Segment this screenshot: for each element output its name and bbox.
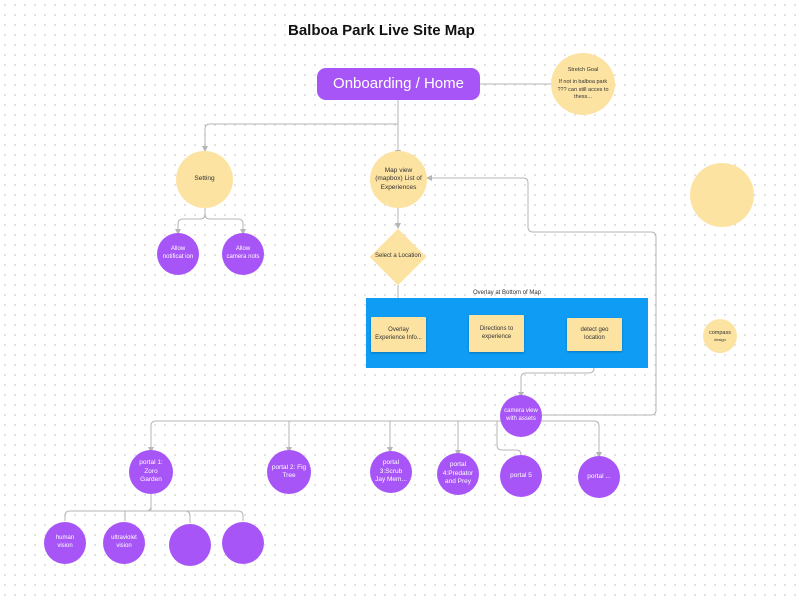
overlay-section-label: Overlay at Bottom of Map: [472, 290, 542, 296]
stretch-goal-heading: Stretch Goal: [567, 67, 599, 74]
overlay-experience-node[interactable]: Overlay Experience Info...: [371, 317, 426, 352]
portal-4-node[interactable]: portal 4:Predator and Prey: [437, 453, 479, 495]
allow-camera-node[interactable]: Allow camera nots: [222, 233, 264, 275]
portal-6-node[interactable]: portal ...: [578, 456, 620, 498]
stretch-goal-node[interactable]: Stretch Goal If not in balboa park ??? c…: [551, 53, 615, 115]
setting-node[interactable]: Setting: [176, 151, 233, 208]
portal-1-node[interactable]: portal 1: Zoro Garden: [129, 450, 173, 494]
select-location-label: Select a Location: [374, 253, 422, 260]
map-view-node[interactable]: Map view (mapbox) List of Experiences: [370, 151, 427, 208]
empty-purple-circle-1[interactable]: [169, 524, 211, 566]
compass-node[interactable]: compass design: [703, 319, 737, 353]
onboarding-home-node[interactable]: Onboarding / Home: [317, 68, 480, 100]
ultraviolet-vision-node[interactable]: ultraviolet vision: [103, 522, 145, 564]
compass-sublabel: design: [714, 336, 726, 342]
compass-label: compass: [708, 329, 731, 336]
empty-purple-circle-2[interactable]: [222, 522, 264, 564]
portal-3-node[interactable]: portal 3:Scrub Jay Mem...: [370, 451, 412, 493]
camera-view-node[interactable]: camera view with assets: [500, 395, 542, 437]
portal-2-node[interactable]: portal 2: Fig Tree: [267, 450, 311, 494]
human-vision-node[interactable]: human vision: [44, 522, 86, 564]
select-location-node[interactable]: Select a Location: [369, 228, 427, 286]
detect-geo-node[interactable]: detect geo location: [567, 318, 622, 351]
empty-yellow-circle[interactable]: [690, 163, 754, 227]
directions-node[interactable]: Directions to experience: [469, 315, 524, 352]
portal-5-node[interactable]: portal 5: [500, 455, 542, 497]
allow-notifications-node[interactable]: Allow notificat ion: [157, 233, 199, 275]
page-title: Balboa Park Live Site Map: [288, 22, 475, 39]
stretch-goal-body: If not in balboa park ??? can still acce…: [557, 79, 609, 100]
